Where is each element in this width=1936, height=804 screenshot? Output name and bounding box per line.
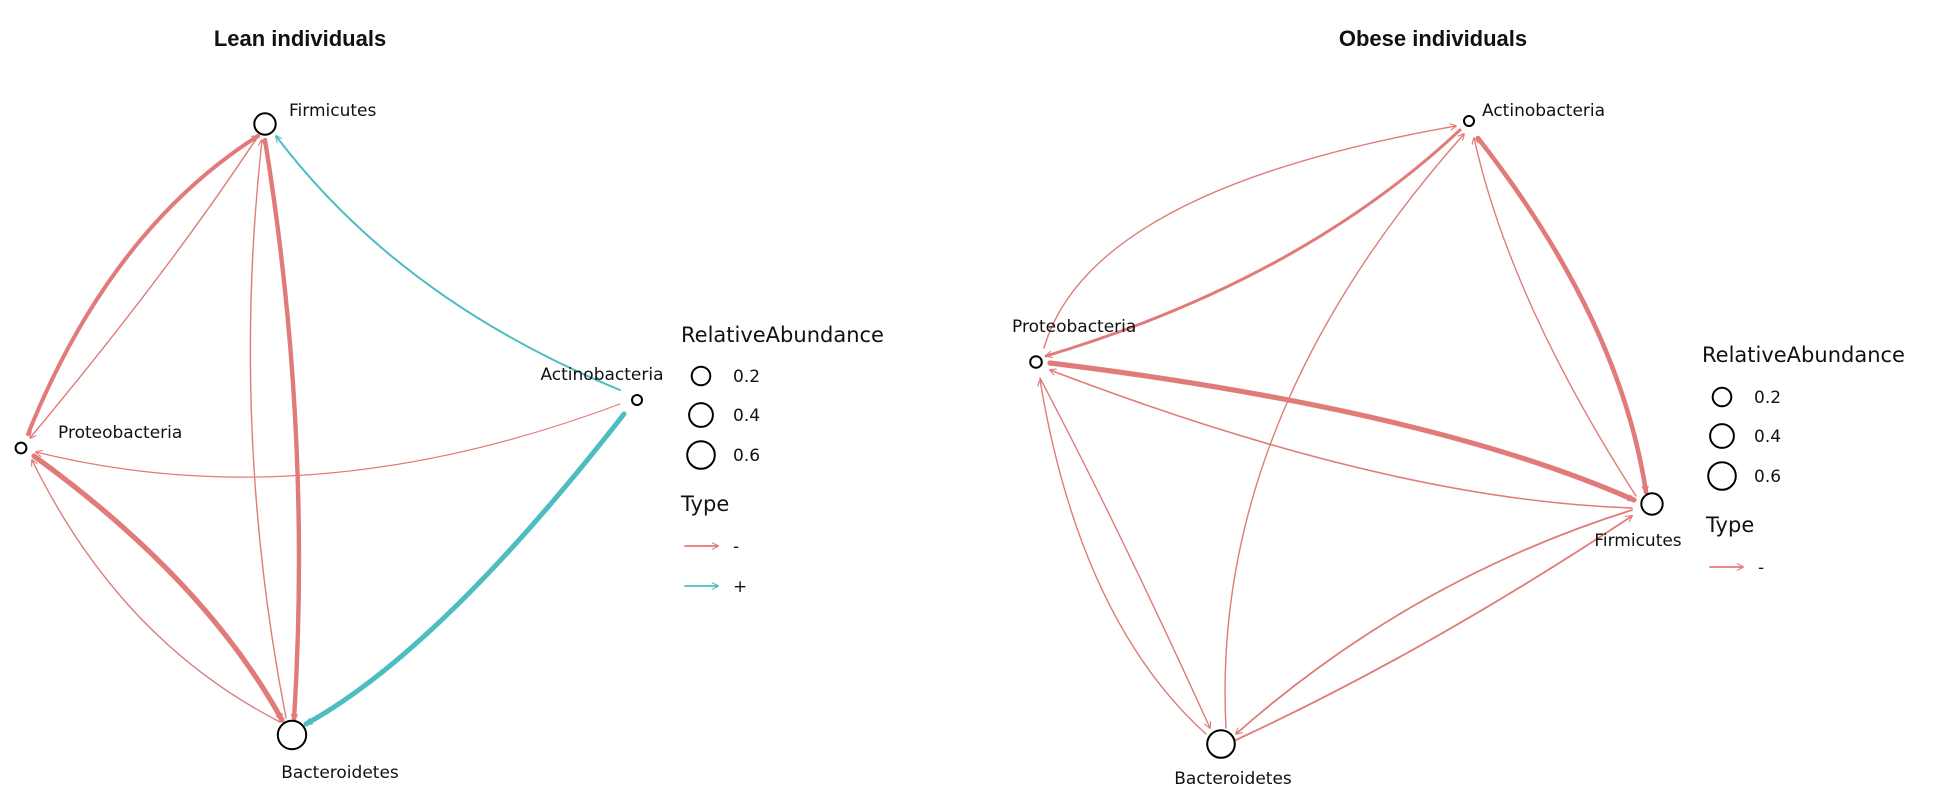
panel-title: Lean individuals xyxy=(214,26,386,51)
edge-proteobacteria-to-bacteroidetes xyxy=(1039,377,1210,728)
edge-firmicutes-to-actinobacteria xyxy=(1474,138,1637,497)
legend-size-circle xyxy=(688,402,714,428)
edge-bacteroidetes-to-proteobacteria xyxy=(32,460,281,723)
legend: RelativeAbundance 0.2 0.4 0.6 Type - xyxy=(1702,343,1905,578)
legend-size-circle xyxy=(1707,461,1737,491)
legend-size-label: 0.6 xyxy=(1754,467,1781,487)
legend-size-circle xyxy=(686,440,716,470)
node-label-firmicutes: Firmicutes xyxy=(1594,531,1681,551)
edge-actinobacteria-to-proteobacteria xyxy=(36,403,621,478)
legend-size-circle xyxy=(1711,386,1733,408)
legend-size-label: 0.6 xyxy=(733,446,760,466)
legend-size-label: 0.4 xyxy=(733,406,760,426)
nodes xyxy=(1029,115,1664,759)
node-labels: Firmicutes Proteobacteria Bacteroidetes … xyxy=(58,101,664,783)
legend: RelativeAbundance 0.2 0.4 0.6 Type - + xyxy=(680,323,884,597)
node-actinobacteria xyxy=(631,394,643,406)
legend-size-title: RelativeAbundance xyxy=(681,323,884,347)
edge-proteobacteria-to-firmicutes xyxy=(26,134,260,436)
panel-title: Obese individuals xyxy=(1339,26,1527,51)
node-bacteroidetes xyxy=(276,719,308,751)
edge-bacteroidetes-to-proteobacteria xyxy=(1040,380,1207,735)
edge-actinobacteria-to-firmicutes xyxy=(1475,135,1646,495)
edge-proteobacteria-to-firmicutes xyxy=(1047,360,1637,503)
node-label-firmicutes: Firmicutes xyxy=(289,101,376,121)
edge-bacteroidetes-to-actinobacteria xyxy=(1224,134,1464,729)
node-label-actinobacteria: Actinobacteria xyxy=(1482,101,1605,121)
panel-obese: Obese individuals Actinobacteria Proteob… xyxy=(1012,26,1905,789)
node-actinobacteria xyxy=(1463,115,1475,127)
legend-size-circle xyxy=(690,365,712,387)
legend-size-title: RelativeAbundance xyxy=(1702,343,1905,367)
legend-size-circle xyxy=(1709,423,1735,449)
legend-type-label-positive: + xyxy=(733,577,747,597)
edge-actinobacteria-to-proteobacteria xyxy=(1046,128,1462,356)
edges xyxy=(26,134,627,727)
node-proteobacteria xyxy=(1029,355,1043,369)
node-label-actinobacteria: Actinobacteria xyxy=(540,365,663,385)
node-proteobacteria xyxy=(14,441,28,455)
edge-firmicutes-to-bacteroidetes xyxy=(1236,509,1633,734)
legend-size-label: 0.4 xyxy=(1754,427,1781,447)
edge-bacteroidetes-to-firmicutes xyxy=(249,140,287,719)
edge-actinobacteria-to-firmicutes xyxy=(276,136,621,391)
node-label-proteobacteria: Proteobacteria xyxy=(58,423,182,443)
edge-bacteroidetes-to-firmicutes xyxy=(1235,516,1632,741)
legend-type-title: Type xyxy=(1705,513,1754,537)
edge-actinobacteria-to-bacteroidetes xyxy=(303,411,627,727)
node-firmicutes xyxy=(253,112,277,136)
node-firmicutes xyxy=(1640,492,1664,516)
edge-proteobacteria-to-actinobacteria xyxy=(1043,126,1456,349)
panel-lean: Lean individuals Firmicutes Proteobacter… xyxy=(14,26,884,783)
node-label-bacteroidetes: Bacteroidetes xyxy=(1174,769,1292,789)
node-bacteroidetes xyxy=(1206,729,1236,759)
node-label-bacteroidetes: Bacteroidetes xyxy=(281,763,399,783)
node-labels: Actinobacteria Proteobacteria Firmicutes… xyxy=(1012,101,1682,789)
legend-size-label: 0.2 xyxy=(733,367,760,387)
edge-proteobacteria-to-bacteroidetes xyxy=(31,453,285,723)
edges xyxy=(1039,126,1646,741)
edge-firmicutes-to-proteobacteria xyxy=(30,135,259,438)
nodes xyxy=(14,112,643,751)
legend-type-title: Type xyxy=(680,492,729,516)
legend-type-label-negative: - xyxy=(1758,558,1764,578)
edge-firmicutes-to-proteobacteria xyxy=(1050,370,1633,509)
edge-firmicutes-to-bacteroidetes xyxy=(262,137,302,723)
legend-size-label: 0.2 xyxy=(1754,388,1781,408)
legend-type-label-negative: - xyxy=(733,537,739,557)
node-label-proteobacteria: Proteobacteria xyxy=(1012,317,1136,337)
